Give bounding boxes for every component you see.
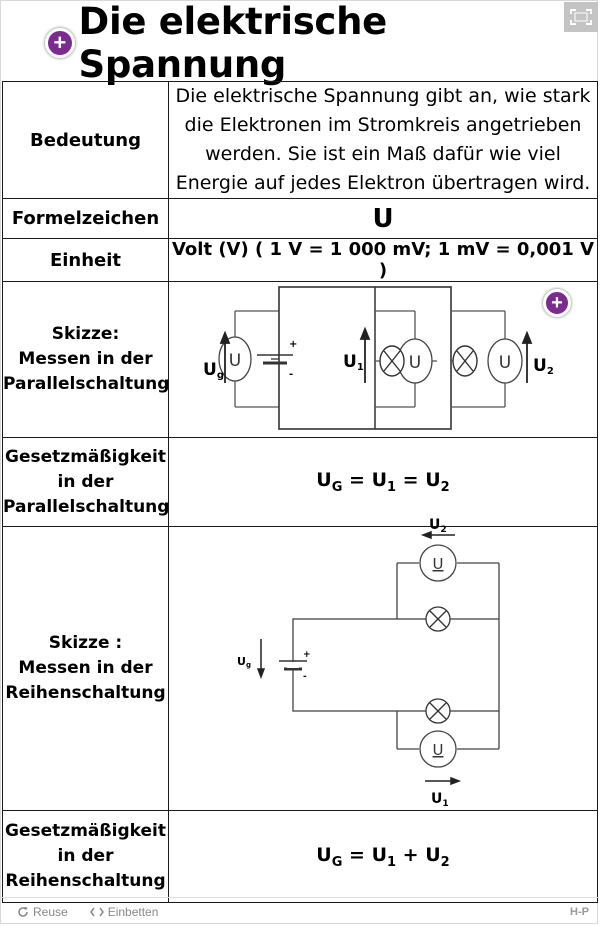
parallel-circuit-diagram: + - U U U	[203, 285, 554, 430]
voltmeter-icon: U	[419, 543, 457, 582]
symbol-u: U	[372, 203, 394, 234]
label-ug: Ug	[237, 655, 251, 669]
battery-plus: +	[303, 650, 311, 660]
battery-minus: -	[289, 369, 293, 380]
label-line: Messen in der	[18, 349, 153, 369]
label-gesetz-reihe: Gesetzmäßigkeit in der Reihenschaltung	[2, 810, 169, 903]
label-line: Parallelschaltung	[3, 374, 170, 394]
text-einheit: Volt (V) ( 1 V = 1 000 mV; 1 mV = 0,001 …	[168, 238, 598, 282]
reuse-button[interactable]: Reuse	[17, 905, 68, 919]
label-line: Gesetzmäßigkeit	[5, 446, 166, 467]
battery-minus: -	[303, 672, 307, 682]
label-line: Gesetzmäßigkeit	[5, 821, 166, 841]
label-line: in der	[57, 846, 114, 866]
hotspot-button[interactable]: +	[543, 289, 571, 317]
meter-label: U	[229, 351, 241, 371]
label-line: Parallelschaltung	[3, 496, 170, 517]
title-bar: + Die elektrische Spannung	[45, 0, 597, 86]
row-gesetz-parallel: Gesetzmäßigkeit in der Parallelschaltung…	[2, 437, 598, 527]
label-u1: U1	[431, 791, 449, 809]
label-line: in der	[57, 471, 114, 492]
label-u1: U1	[343, 352, 364, 373]
lamp-icon	[452, 344, 478, 377]
equation-text: UG = U1 = U2	[316, 469, 450, 495]
label-ug: Ug	[203, 360, 224, 381]
label-line: Skizze:	[51, 324, 120, 344]
label-line: Reihenschaltung	[5, 871, 166, 891]
label-line: Reihenschaltung	[5, 683, 166, 703]
voltmeter-icon: U	[218, 335, 252, 382]
equation-parallel: UG = U1 = U2	[168, 437, 598, 527]
info-table: Bedeutung Die elektrische Spannung gibt …	[2, 81, 598, 903]
label-line: Messen in der	[18, 658, 153, 678]
label-line: Skizze :	[48, 633, 123, 653]
reuse-label: Reuse	[33, 905, 68, 919]
row-formelzeichen: Formelzeichen U	[2, 198, 598, 239]
voltmeter-icon: U	[419, 729, 457, 768]
equation-reihe: UG = U1 + U2	[168, 810, 598, 903]
meter-label: U	[433, 555, 444, 573]
embed-label: Einbetten	[107, 905, 159, 919]
plus-icon[interactable]: +	[543, 289, 571, 317]
meter-label: U	[409, 353, 421, 373]
embed-icon	[89, 907, 104, 917]
lamp-icon	[379, 344, 405, 377]
page-title: Die elektrische Spannung	[78, 0, 388, 86]
footer-bar: Reuse Einbetten H-P	[1, 897, 599, 926]
label-gesetz-parallel: Gesetzmäßigkeit in der Parallelschaltung	[2, 437, 170, 527]
reuse-icon	[18, 907, 28, 917]
voltmeter-icon: U	[487, 337, 523, 384]
plus-icon[interactable]: +	[45, 28, 75, 58]
row-skizze-parallel: Skizze: Messen in der Parallelschaltung	[2, 281, 598, 438]
lamp-icon	[425, 605, 451, 632]
label-u2: U2	[429, 517, 447, 535]
battery-plus: +	[289, 339, 297, 350]
lamp-icon	[425, 697, 451, 724]
label-skizze-parallel: Skizze: Messen in der Parallelschaltung	[2, 281, 170, 438]
label-bedeutung: Bedeutung	[2, 81, 169, 199]
row-bedeutung: Bedeutung Die elektrische Spannung gibt …	[2, 81, 598, 199]
embed-button[interactable]: Einbetten	[89, 905, 159, 919]
cell-parallel-diagram: + - U U U	[168, 281, 598, 438]
text-bedeutung: Die elektrische Spannung gibt an, wie st…	[168, 81, 598, 199]
label-skizze-reihe: Skizze : Messen in der Reihenschaltung	[2, 526, 169, 811]
fullscreen-icon[interactable]	[564, 2, 598, 32]
row-gesetz-reihe: Gesetzmäßigkeit in der Reihenschaltung U…	[2, 810, 598, 903]
row-einheit: Einheit Volt (V) ( 1 V = 1 000 mV; 1 mV …	[2, 238, 598, 282]
series-circuit-diagram: + - U	[237, 517, 500, 809]
h5p-logo[interactable]: H-P	[570, 906, 589, 918]
label-u2: U2	[533, 356, 554, 377]
label-formelzeichen: Formelzeichen	[2, 198, 169, 239]
meter-label: U	[499, 353, 511, 373]
cell-series-diagram: + - U	[168, 517, 598, 811]
formula-symbol: U	[168, 198, 598, 239]
meter-label: U	[433, 741, 444, 759]
label-einheit: Einheit	[2, 238, 169, 282]
equation-text: UG = U1 + U2	[316, 843, 450, 870]
row-skizze-reihe: Skizze : Messen in der Reihenschaltung	[2, 517, 598, 811]
